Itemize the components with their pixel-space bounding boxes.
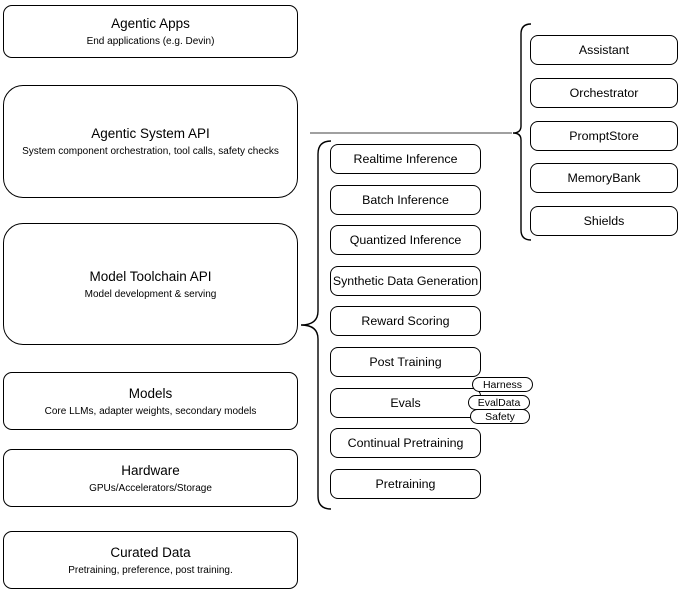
eval-tag-evaldata: EvalData — [468, 395, 530, 410]
hardware-box: Hardware GPUs/Accelerators/Storage — [3, 449, 298, 507]
toolchain-item-reward-scoring: Reward Scoring — [330, 306, 481, 336]
agentic-system-api-subtitle: System component orchestration, tool cal… — [22, 146, 279, 157]
component-shields: Shields — [530, 206, 678, 236]
toolchain-item-evals: Evals — [330, 388, 481, 418]
curated-data-box: Curated Data Pretraining, preference, po… — [3, 531, 298, 589]
hardware-title: Hardware — [121, 462, 180, 478]
component-assistant: Assistant — [530, 35, 678, 65]
curated-data-subtitle: Pretraining, preference, post training. — [68, 564, 233, 576]
toolchain-group-brace — [300, 140, 332, 510]
toolchain-item-post-training: Post Training — [330, 347, 481, 377]
agentic-apps-subtitle: End applications (e.g. Devin) — [86, 36, 215, 47]
toolchain-item-continual-pretraining: Continual Pretraining — [330, 428, 481, 458]
curated-data-title: Curated Data — [110, 544, 191, 560]
models-box: Models Core LLMs, adapter weights, secon… — [3, 372, 298, 430]
toolchain-item-pretraining: Pretraining — [330, 469, 481, 499]
toolchain-item-realtime-inference: Realtime Inference — [330, 144, 481, 174]
toolchain-item-quantized-inference: Quantized Inference — [330, 225, 481, 255]
model-toolchain-api-title: Model Toolchain API — [89, 268, 212, 284]
hardware-subtitle: GPUs/Accelerators/Storage — [89, 482, 212, 494]
components-group-brace — [512, 23, 532, 241]
models-subtitle: Core LLMs, adapter weights, secondary mo… — [44, 405, 257, 417]
toolchain-item-synthetic-data-generation: Synthetic Data Generation — [330, 266, 481, 296]
model-toolchain-api-box: Model Toolchain API Model development & … — [3, 223, 298, 345]
eval-tag-harness: Harness — [472, 377, 533, 392]
agentic-apps-title: Agentic Apps — [111, 16, 190, 31]
component-orchestrator: Orchestrator — [530, 78, 678, 108]
agentic-apps-box: Agentic Apps End applications (e.g. Devi… — [3, 5, 298, 58]
model-toolchain-api-subtitle: Model development & serving — [84, 288, 217, 300]
models-title: Models — [128, 385, 173, 401]
agentic-system-api-box: Agentic System API System component orch… — [3, 85, 298, 198]
component-memorybank: MemoryBank — [530, 163, 678, 193]
agentic-system-api-title: Agentic System API — [91, 126, 210, 141]
component-promptstore: PromptStore — [530, 121, 678, 151]
toolchain-item-batch-inference: Batch Inference — [330, 185, 481, 215]
eval-tag-safety: Safety — [470, 409, 530, 424]
